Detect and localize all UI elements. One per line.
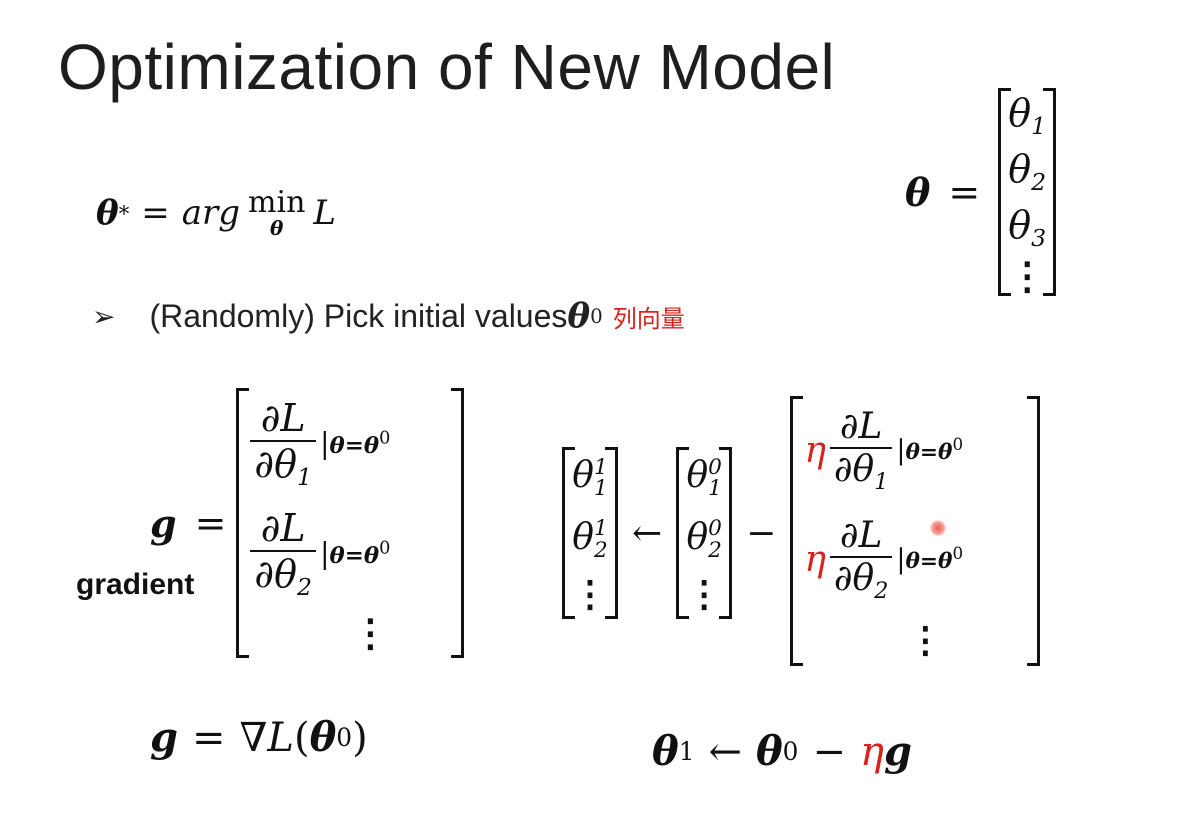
theta0-symbol: θ — [755, 728, 783, 775]
theta0-superscript: 0 — [782, 737, 799, 766]
theta-symbol: θ — [567, 296, 591, 336]
slide-title: Optimization of New Model — [58, 31, 836, 103]
bullet-text: (Randomly) Pick initial values — [149, 297, 568, 334]
equals-sign: = — [141, 193, 170, 233]
vertical-dots: ⋮ — [572, 573, 608, 616]
assign-arrow: ← — [632, 512, 663, 554]
gradient-entry-2: ∂L∂θ2 |θ=θ0 — [250, 506, 390, 601]
theta-vector-definition: θ = θ1 θ2 θ3 ⋮ — [905, 88, 1057, 298]
theta-superscript: 0 — [336, 723, 353, 752]
vertical-dots: ⋮ — [686, 573, 723, 616]
scaled-gradient-entry-1: η ∂L∂θ1 |θ=θ0 — [804, 406, 964, 495]
minus-sign: − — [812, 728, 846, 775]
theta-entry-3: θ3 — [1008, 202, 1047, 252]
loss-symbol: L — [313, 193, 336, 233]
min-text: min — [248, 185, 306, 220]
gradient-lhs: g= — [150, 501, 226, 546]
min-operator: min θ — [248, 185, 306, 240]
loss-symbol: L — [267, 714, 294, 761]
gradient-definition: g= ∂L∂θ1 |θ=θ0 ∂L∂θ2 |θ=θ0 ⋮ — [150, 388, 465, 658]
g-symbol: g — [150, 714, 178, 761]
equals-sign: = — [194, 501, 227, 545]
min-subscript: θ — [270, 216, 284, 240]
nabla-symbol: ∇ — [239, 714, 268, 761]
equals-sign: = — [191, 714, 226, 761]
objective-equation: θ* = arg min θ L — [96, 185, 336, 240]
gradient-entry-1: ∂L∂θ1 |θ=θ0 — [250, 396, 390, 491]
g-symbol: g — [150, 500, 177, 546]
theta-superscript: 0 — [590, 304, 603, 328]
theta-symbol: θ — [905, 169, 931, 215]
eta-symbol: η — [859, 728, 884, 775]
theta-entry-2: θ2 — [1008, 147, 1047, 197]
vertical-dots: ⋮ — [907, 618, 944, 661]
equals-sign: = — [948, 170, 981, 214]
gradient-matrix: ∂L∂θ1 |θ=θ0 ∂L∂θ2 |θ=θ0 ⋮ — [236, 388, 465, 658]
theta-symbol: θ — [96, 193, 119, 233]
open-paren: ( — [293, 714, 310, 761]
vertical-dots: ⋮ — [351, 610, 390, 656]
scaled-gradient-matrix: η ∂L∂θ1 |θ=θ0 η ∂L∂θ2 |θ=θ0 ⋮ — [790, 396, 1041, 666]
gradient-caption: gradient — [76, 568, 195, 601]
laser-pointer-dot — [930, 520, 946, 536]
column-vector-annotation: 列向量 — [612, 304, 685, 333]
theta1-symbol: θ — [652, 728, 679, 775]
minus-sign: − — [746, 512, 777, 554]
close-paren: ) — [352, 714, 368, 761]
star-superscript: * — [118, 200, 130, 226]
vertical-dots: ⋮ — [1008, 252, 1047, 298]
assign-arrow: ← — [708, 728, 742, 775]
g-symbol: g — [883, 728, 912, 775]
arg-text: arg — [181, 193, 241, 233]
theta1-superscript: 1 — [678, 737, 695, 766]
scaled-gradient-entry-2: η ∂L∂θ2 |θ=θ0 — [804, 514, 964, 604]
theta-entry-1: θ1 — [1008, 91, 1047, 141]
theta-column-vector: θ1 θ2 θ3 ⋮ — [998, 88, 1057, 298]
theta-symbol: θ — [309, 714, 337, 761]
bullet-arrow-icon: ➢ — [92, 299, 116, 333]
